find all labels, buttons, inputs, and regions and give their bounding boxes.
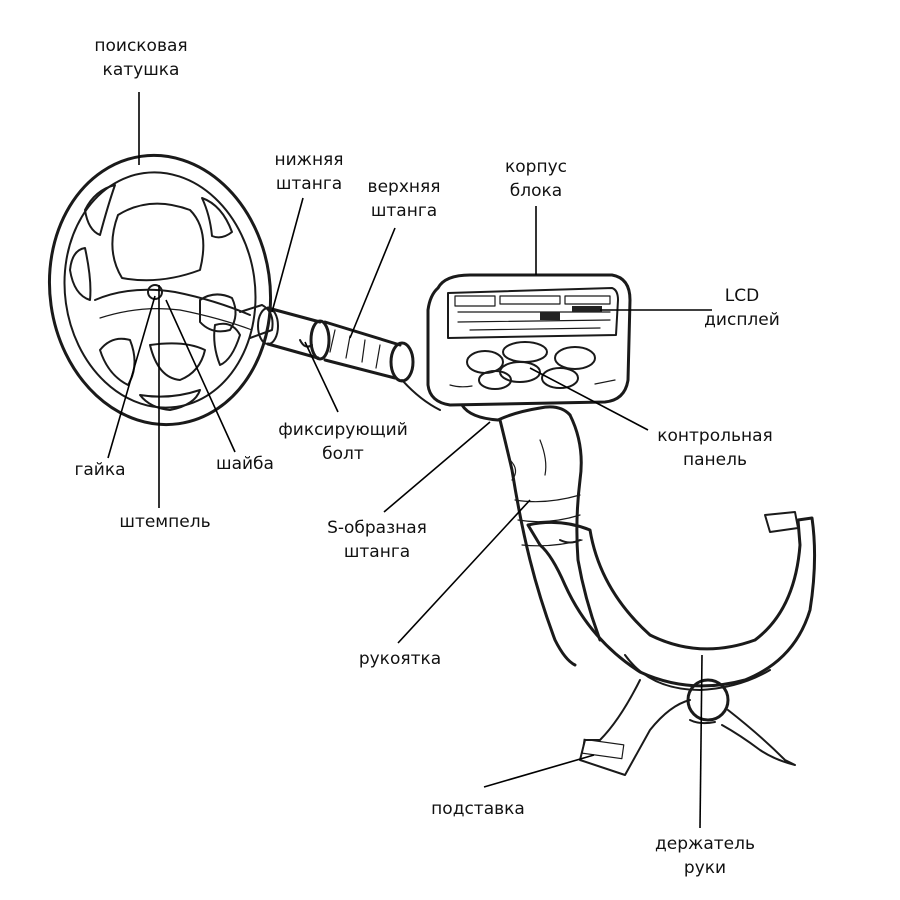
label-control-panel-line2: панель xyxy=(683,450,747,470)
stand-leader xyxy=(483,754,595,788)
search-coil-drawing xyxy=(47,153,273,427)
label-lcd-display: LCD дисплей xyxy=(694,284,790,332)
label-search-coil: поисковая катушка xyxy=(80,34,202,82)
label-upper-shaft: верхняя штанга xyxy=(356,175,452,223)
handle-drawing xyxy=(460,403,602,667)
label-arm-holder: держатель руки xyxy=(640,832,770,880)
control-panel-leader xyxy=(529,367,649,431)
arm-holder-leader xyxy=(699,654,703,829)
nut-leader xyxy=(107,295,156,459)
label-washer: шайба xyxy=(205,452,285,476)
label-s-shaft-line1: S-образная xyxy=(327,518,427,538)
label-housing-line2: блока xyxy=(509,181,563,201)
label-search-coil-line1: поисковая xyxy=(94,36,188,56)
lower-shaft-leader xyxy=(271,197,304,313)
label-lower-shaft-line1: нижняя xyxy=(274,150,344,170)
label-stand-line1: подставка xyxy=(431,799,525,819)
label-upper-shaft-line1: верхняя xyxy=(367,177,441,197)
label-grip: рукоятка xyxy=(345,647,455,671)
label-stand: подставка xyxy=(418,797,538,821)
label-stamp: штемпель xyxy=(110,510,220,534)
label-stamp-line1: штемпель xyxy=(119,512,211,532)
label-lcd-line2: дисплей xyxy=(704,310,780,330)
label-lcd-line1: LCD xyxy=(724,286,760,306)
callout-lines xyxy=(107,92,712,829)
label-upper-shaft-line2: штанга xyxy=(370,201,438,221)
label-arm-holder-line2: руки xyxy=(683,858,727,878)
label-control-panel: контрольная панель xyxy=(640,424,790,472)
label-s-shaft: S-образная штанга xyxy=(314,516,440,564)
label-lower-shaft-line2: штанга xyxy=(275,174,343,194)
label-housing: корпус блока xyxy=(495,155,577,203)
label-control-panel-line1: контрольная xyxy=(657,426,773,446)
washer-leader xyxy=(165,299,236,453)
label-housing-line1: корпус xyxy=(505,157,567,177)
label-locking-bolt: фиксирующий болт xyxy=(268,418,418,466)
label-arm-holder-line1: держатель xyxy=(655,834,755,854)
arm-cuff-drawing xyxy=(526,511,817,776)
label-nut: гайка xyxy=(65,458,135,482)
label-search-coil-line2: катушка xyxy=(102,60,180,80)
label-lower-shaft: нижняя штанга xyxy=(264,148,354,196)
shaft-drawing xyxy=(239,304,441,411)
control-box-drawing xyxy=(426,273,632,407)
grip-leader xyxy=(397,499,531,644)
label-washer-line1: шайба xyxy=(216,454,274,474)
label-locking-bolt-line2: болт xyxy=(322,444,364,464)
label-grip-line1: рукоятка xyxy=(358,649,442,669)
locking-bolt-leader xyxy=(304,341,339,413)
upper-shaft-leader xyxy=(349,227,396,339)
s-shaft-leader xyxy=(383,421,491,513)
label-locking-bolt-line1: фиксирующий xyxy=(278,420,408,440)
label-nut-line1: гайка xyxy=(74,460,126,480)
label-s-shaft-line2: штанга xyxy=(343,542,411,562)
